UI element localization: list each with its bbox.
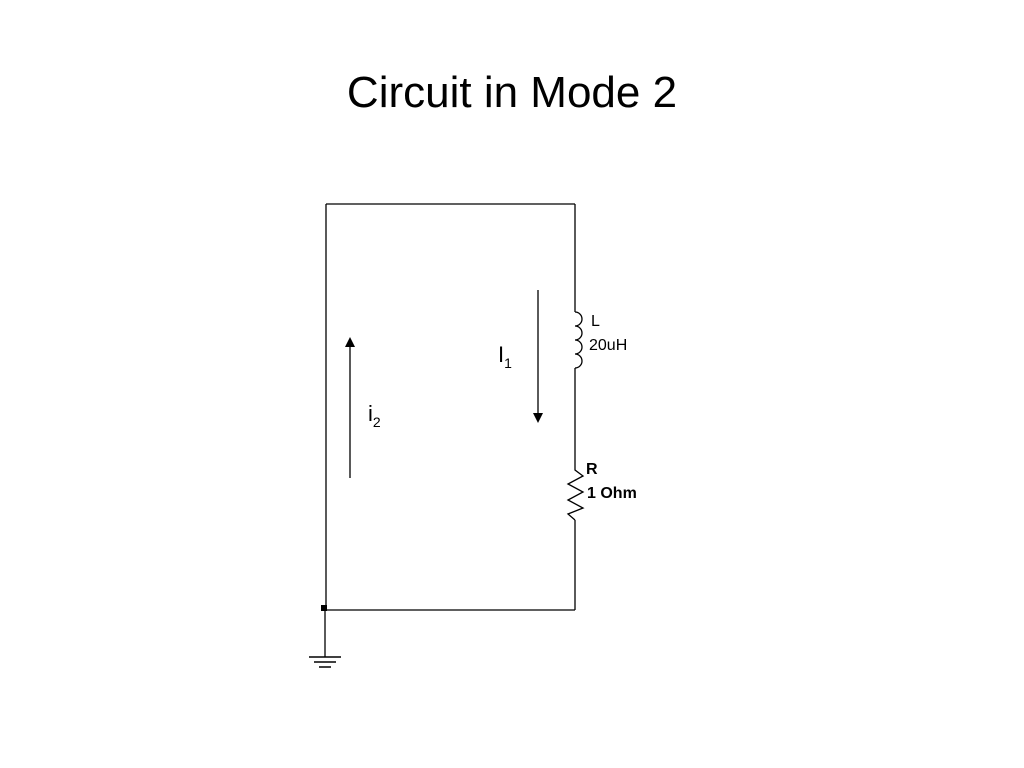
return-current-subscript: 2: [373, 414, 381, 430]
resistor-name-label: R: [586, 461, 598, 478]
circuit-wires: [324, 203, 576, 657]
junction-node: [321, 605, 327, 611]
loop-current-symbol: I: [498, 342, 504, 367]
ground-icon: [309, 656, 341, 668]
return-current-symbol: i: [368, 401, 373, 426]
page-title: Circuit in Mode 2: [346, 68, 678, 117]
loop-current-label: I1: [498, 342, 512, 371]
inductor-name-label: L: [591, 313, 600, 330]
loop-current-subscript: 1: [504, 355, 512, 371]
return-current-label: i2: [368, 401, 381, 430]
resistor-value-label: 1 Ohm: [587, 485, 637, 502]
inductor-icon: [574, 298, 583, 375]
resistor-icon: [566, 458, 585, 521]
inductor-value-label: 20uH: [589, 337, 627, 354]
